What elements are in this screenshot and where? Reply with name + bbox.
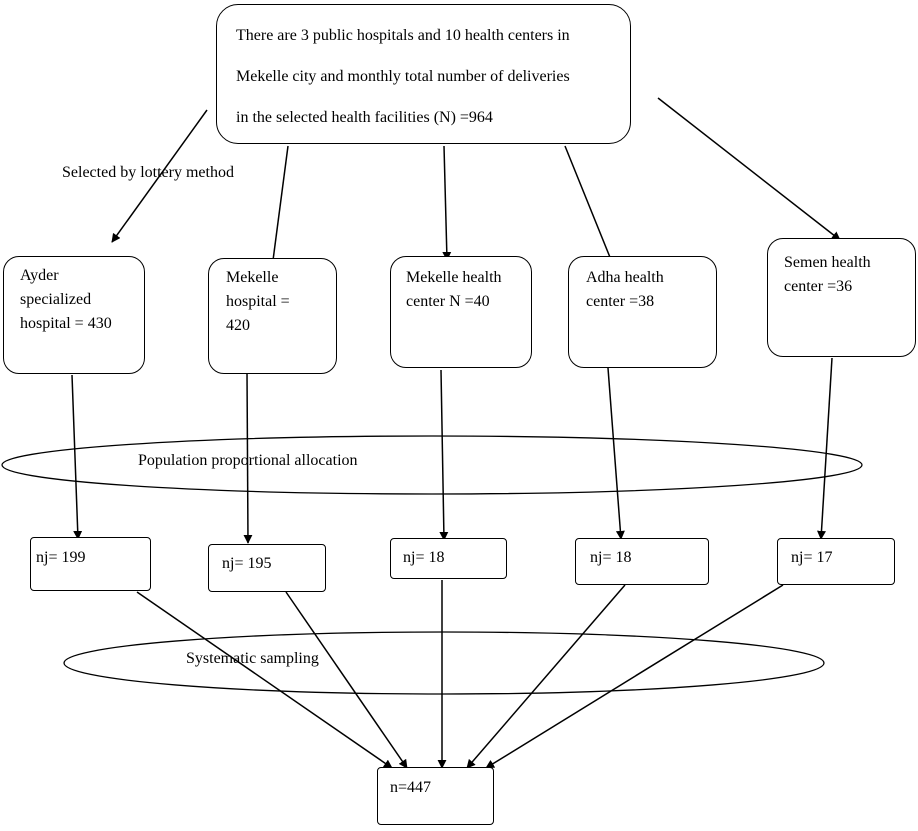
arrow-sample-ayder-to-total [136, 591, 393, 769]
top-line-1: There are 3 public hospitals and 10 heal… [236, 27, 570, 44]
arrow-semen-to-sample [816, 357, 833, 540]
arrow-sample-mekelle-hospital-to-total [285, 591, 408, 769]
facility-text-mekelle-hospital: Mekelle hospital = 420 [226, 269, 290, 334]
sample-box-adha [575, 538, 709, 585]
arrow-adha-to-sample [607, 367, 625, 540]
facility-text-adha: Adha health center =38 [586, 269, 664, 310]
systematic-label: Systematic sampling [186, 650, 319, 667]
facility-text-mekelle-hc: Mekelle health center N =40 [406, 269, 502, 310]
sample-box-mekelle-hospital [208, 544, 326, 592]
total-sample-box [377, 767, 494, 825]
arrow-top-to-mekelle-hc [442, 145, 452, 261]
allocation-ellipse [1, 435, 863, 495]
facility-box-semen [767, 238, 916, 357]
arrow-ayder-to-sample [71, 374, 83, 540]
facility-box-mekelle-hc [390, 256, 532, 368]
lottery-label: Selected by lottery method [62, 164, 234, 181]
arrow-mekelle-hc-to-sample [439, 369, 449, 541]
total-sample-text: n=447 [390, 779, 432, 796]
sample-text-mekelle-hc: nj= 18 [403, 549, 445, 566]
arrow-top-to-semen [657, 97, 841, 241]
top-line-2: Mekelle city and monthly total number of… [236, 68, 570, 85]
facility-text-semen: Semen health center =36 [784, 254, 871, 295]
sample-text-semen: nj= 17 [791, 549, 833, 566]
facility-text-ayder: Ayder specialized hospital = 430 [20, 267, 112, 332]
arrow-sample-adha-to-total [466, 584, 626, 769]
facility-box-ayder [3, 256, 145, 374]
sample-box-ayder [30, 537, 151, 591]
total-population-box [216, 4, 631, 144]
sample-text-ayder: nj= 199 [36, 549, 86, 566]
allocation-label: Population proportional allocation [138, 452, 358, 469]
sample-text-adha: nj= 18 [590, 549, 632, 566]
arrow-top-to-mekelle-hospital [268, 145, 289, 269]
systematic-ellipse [63, 631, 825, 695]
arrow-mekelle-hospital-to-sample [243, 371, 253, 544]
arrow-top-to-ayder [111, 109, 208, 243]
facility-box-adha [568, 256, 717, 368]
sample-box-semen [777, 538, 895, 585]
facility-box-mekelle-hospital [208, 258, 337, 374]
top-line-3: in the selected health facilities (N) =9… [236, 109, 493, 126]
arrow-sample-semen-to-total [485, 584, 784, 769]
sample-text-mekelle-hospital: nj= 195 [222, 555, 272, 572]
sample-box-mekelle-hc [390, 538, 507, 579]
total-population-text: There are 3 public hospitals and 10 heal… [236, 15, 628, 138]
